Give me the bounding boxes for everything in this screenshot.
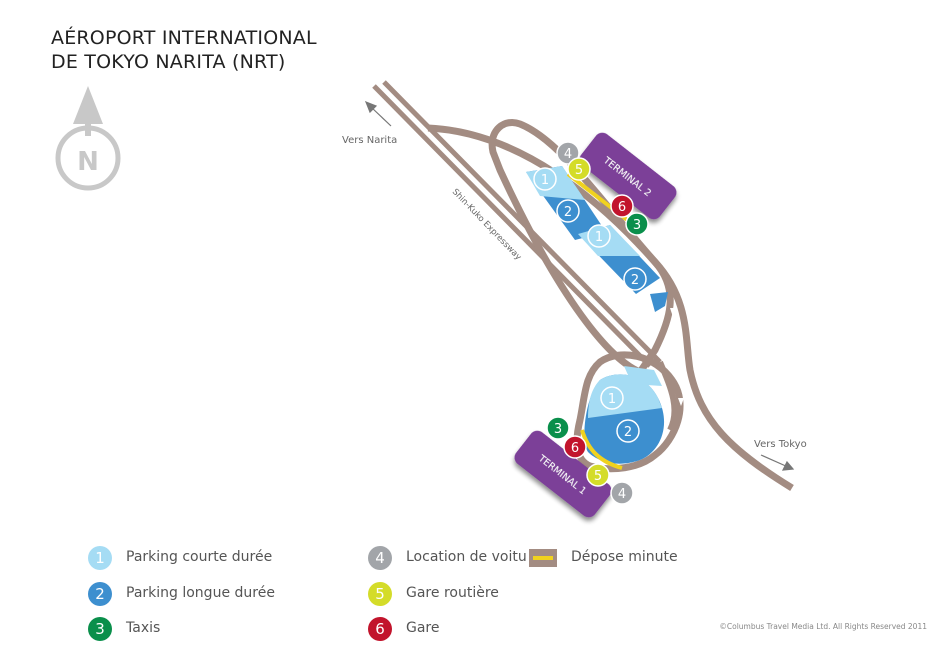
- terminal-1-parking: [584, 366, 665, 464]
- legend-marker-5: 5: [368, 582, 392, 606]
- legend-label-taxis: Taxis: [126, 620, 161, 636]
- arrow-to-tokyo-icon: [760, 454, 789, 468]
- svg-text:2: 2: [624, 425, 632, 440]
- copyright-notice: ©Columbus Travel Media Ltd. All Rights R…: [719, 622, 927, 631]
- title-line-1: AÉROPORT INTERNATIONAL: [51, 27, 317, 49]
- marker-1-t2-a: 1: [533, 167, 557, 191]
- legend-label-drop-off: Dépose minute: [571, 549, 678, 565]
- legend-label-short-parking: Parking courte durée: [126, 549, 273, 565]
- road-network: [372, 80, 794, 491]
- marker-2-t2-a: 2: [556, 199, 580, 223]
- expressway-lane-1: [372, 84, 652, 368]
- svg-text:3: 3: [633, 218, 641, 233]
- marker-6-t1: 6: [563, 435, 587, 459]
- legend-marker-1: 1: [88, 546, 112, 570]
- marker-2-t2-b: 2: [623, 267, 647, 291]
- svg-text:2: 2: [564, 205, 572, 220]
- marker-2-t1: 2: [616, 419, 640, 443]
- terminal-2-loop: [488, 119, 674, 376]
- svg-text:5: 5: [594, 469, 602, 484]
- marker-5-t2: 5: [567, 157, 591, 181]
- highway-to-tokyo: [427, 124, 794, 491]
- legend-label-bus-station: Gare routière: [406, 585, 499, 601]
- vers-tokyo-label: Vers Tokyo: [754, 439, 807, 450]
- svg-text:1: 1: [595, 230, 603, 245]
- arrow-to-narita-icon: [370, 106, 392, 127]
- legend-label-train-station: Gare: [406, 620, 440, 636]
- legend-marker-4: 4: [368, 546, 392, 570]
- compass-letter: N: [77, 147, 99, 177]
- svg-text:6: 6: [618, 200, 626, 215]
- direction-arrows: [364, 100, 795, 471]
- marker-5-t1: 5: [586, 463, 610, 487]
- vers-narita-label: Vers Narita: [342, 135, 397, 146]
- map-legend: 1 Parking courte durée 2 Parking longue …: [88, 546, 728, 646]
- svg-text:2: 2: [631, 273, 639, 288]
- marker-3-t1: 3: [546, 416, 570, 440]
- connector-road: [657, 360, 678, 432]
- marker-1-t2-b: 1: [587, 224, 611, 248]
- marker-1-t1: 1: [600, 386, 624, 410]
- svg-text:3: 3: [554, 422, 562, 437]
- map-title: AÉROPORT INTERNATIONAL DE TOKYO NARITA (…: [51, 26, 317, 74]
- legend-label-long-parking: Parking longue durée: [126, 585, 275, 601]
- svg-text:6: 6: [571, 441, 579, 456]
- title-line-2: DE TOKYO NARITA (NRT): [51, 51, 286, 73]
- svg-text:4: 4: [564, 147, 572, 162]
- compass-icon: N: [55, 86, 121, 191]
- marker-3-t2: 3: [625, 212, 649, 236]
- legend-marker-2: 2: [88, 582, 112, 606]
- drop-off-terminal-1: [580, 429, 623, 470]
- legend-marker-3: 3: [88, 617, 112, 641]
- drop-off-icon: [529, 549, 557, 567]
- marker-4-t2: 4: [556, 141, 580, 165]
- marker-6-t2: 6: [610, 194, 634, 218]
- svg-text:5: 5: [575, 163, 583, 178]
- legend-marker-6: 6: [368, 617, 392, 641]
- svg-text:4: 4: [618, 487, 626, 502]
- map-markers: 4 5 1 2 6 3 1: [533, 141, 649, 505]
- legend-label-car-rental: Location de voitu: [406, 549, 527, 565]
- svg-text:1: 1: [608, 392, 616, 407]
- marker-4-t1: 4: [610, 481, 634, 505]
- svg-text:1: 1: [541, 173, 549, 188]
